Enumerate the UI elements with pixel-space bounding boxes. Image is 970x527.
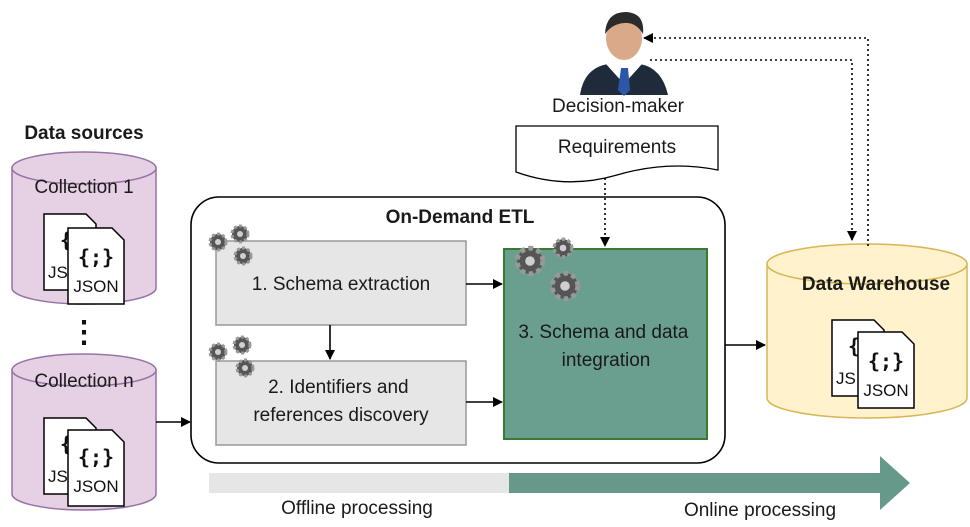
collections-ellipsis: ⋮: [69, 316, 99, 349]
json-document-icon: { JS {;} JSON: [43, 213, 125, 305]
svg-text:JSON: JSON: [73, 477, 118, 496]
offline-processing-label: Offline processing: [281, 498, 433, 519]
svg-text:JSON: JSON: [73, 277, 118, 296]
collection-n-label: Collection n: [34, 371, 133, 392]
step-schema-data-integration: [503, 248, 708, 440]
collection-n-cylinder: Collection n { JS {;} JSON: [11, 353, 157, 511]
svg-text:{;}: {;}: [78, 245, 114, 269]
requirements-document: [515, 125, 719, 183]
arrow-decision-maker-to-warehouse: [650, 59, 857, 241]
collection-1-label: Collection 1: [34, 177, 133, 198]
etl-title: On-Demand ETL: [386, 207, 535, 228]
data-warehouse-cylinder: Data Warehouse { JS {;} JSON: [766, 243, 968, 419]
offline-processing-bar: [209, 473, 509, 493]
svg-text:{: {: [848, 334, 860, 358]
online-processing-arrow: [509, 456, 910, 510]
json-document-icon: { JS {;} JSON: [831, 319, 915, 409]
data-warehouse-label: Data Warehouse: [802, 274, 950, 295]
requirements-label: Requirements: [558, 137, 676, 158]
collection-1-cylinder: Collection 1 { JS {;} JSON: [11, 151, 157, 305]
svg-text:JS: JS: [48, 263, 68, 282]
online-processing-label: Online processing: [684, 500, 836, 521]
svg-text:{;}: {;}: [868, 349, 904, 373]
step-identifiers-discovery: [215, 360, 467, 446]
step-3-label: 3. Schema and data integration: [518, 322, 693, 371]
decision-maker-label: Decision-maker: [552, 96, 685, 117]
svg-text:JS: JS: [48, 467, 68, 486]
decision-maker-icon: [580, 12, 668, 96]
step-schema-extraction: [215, 240, 467, 326]
svg-text:JSON: JSON: [863, 381, 908, 400]
flow-arrows: [156, 33, 869, 427]
svg-text:JS: JS: [836, 369, 856, 388]
step-2-label: 2. Identifiers and references discovery: [253, 377, 429, 426]
data-sources-heading: Data sources: [24, 123, 143, 144]
svg-text:{;}: {;}: [78, 445, 114, 469]
step-1-label: 1. Schema extraction: [252, 274, 430, 295]
json-document-icon: { JS {;} JSON: [43, 417, 125, 507]
